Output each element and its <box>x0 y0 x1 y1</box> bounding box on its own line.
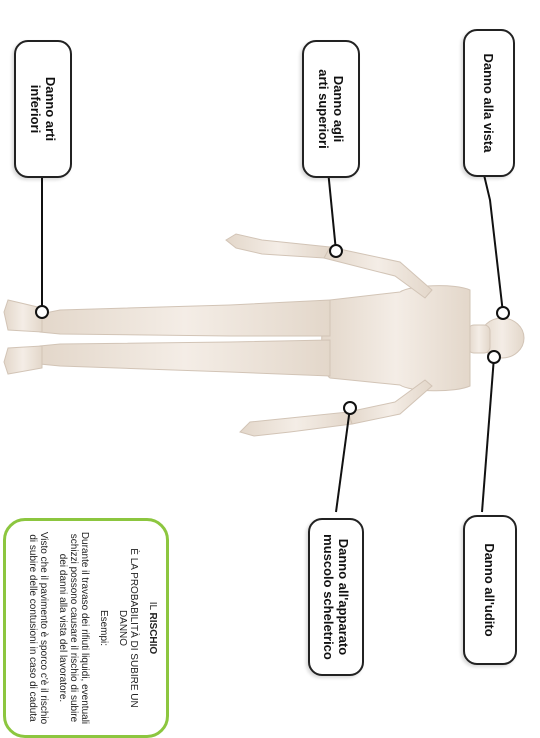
label-apparato: Danno all'apparato muscolo scheletrico <box>308 518 364 676</box>
point-apparato <box>344 402 356 414</box>
example-1: Durante il travaso dei rifiuti liquidi, … <box>57 531 90 725</box>
risk-definition-box: IL RISCHIO È LA PROBABILITÀ DI SUBIRE UN… <box>3 518 169 738</box>
connector-udito <box>482 357 494 512</box>
point-arti-inferiori <box>36 306 48 318</box>
risk-definition: È LA PROBABILITÀ DI SUBIRE UN DANNO <box>117 531 139 725</box>
risk-heading: IL RISCHIO <box>147 602 158 654</box>
point-arti-superiori <box>330 245 342 257</box>
label-vista: Danno alla vista <box>463 29 515 177</box>
point-vista <box>497 307 509 319</box>
connector-vista <box>480 158 503 313</box>
point-udito <box>488 351 500 363</box>
body-figure <box>4 234 524 436</box>
example-2: Visto che il pavimento è sporco c'è il r… <box>27 531 49 725</box>
examples-heading: Esempi: <box>98 610 109 646</box>
label-udito: Danno all'udito <box>463 515 517 665</box>
label-arti-superiori: Danno agli arti superiori <box>302 40 360 178</box>
label-arti-inferiori: Danno arti inferiori <box>14 40 72 178</box>
